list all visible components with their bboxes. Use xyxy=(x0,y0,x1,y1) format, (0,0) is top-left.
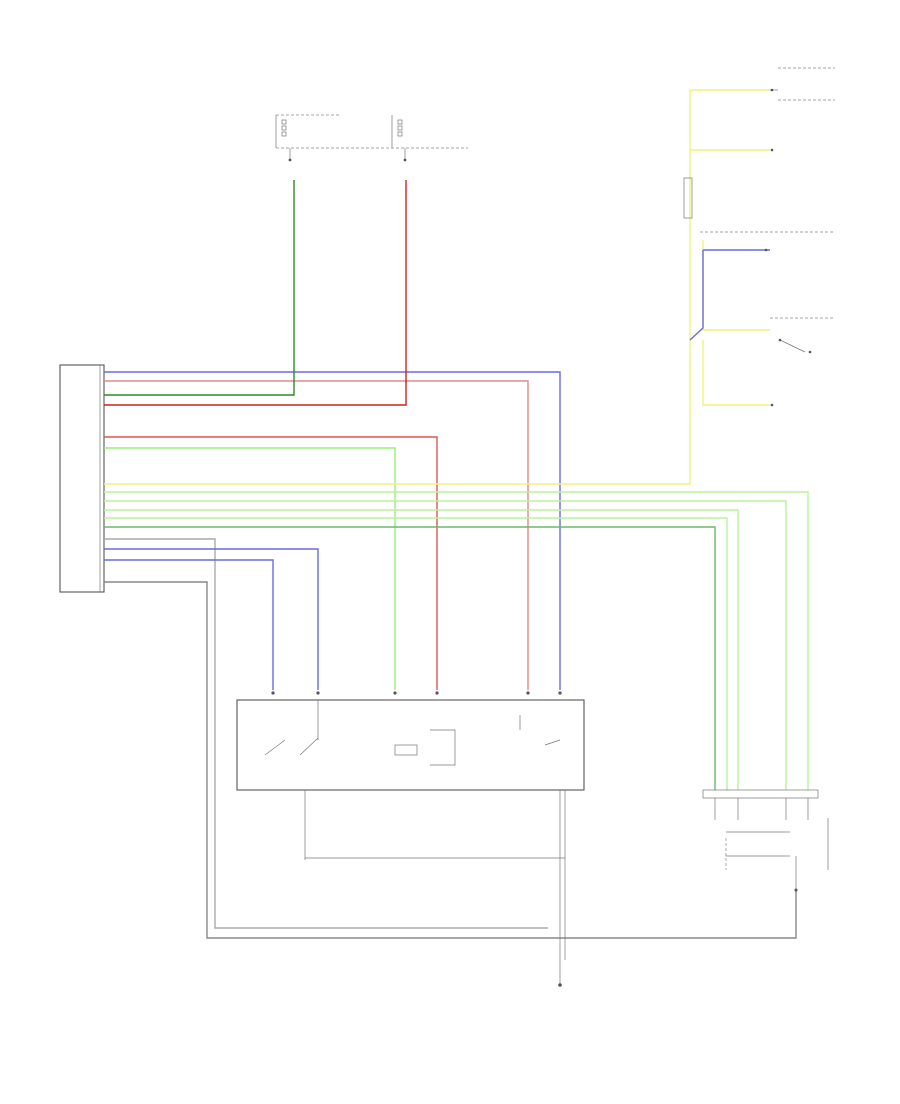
wire-red-1 xyxy=(104,180,407,406)
wire-pink-1 xyxy=(104,380,529,690)
fuse-box-right xyxy=(276,115,468,162)
main-connector-left xyxy=(59,364,105,593)
wire-green-1 xyxy=(104,180,295,396)
bottom-right-switch xyxy=(702,789,829,892)
wire-yellow-1 xyxy=(104,89,770,485)
wire-blue-top xyxy=(104,371,561,690)
wire-grey-1 xyxy=(104,538,548,929)
wire-yellow-3 xyxy=(702,240,770,331)
ground-point xyxy=(558,983,562,987)
wire-blue-1 xyxy=(104,371,561,690)
wire-red-top xyxy=(104,180,407,406)
wire-light-green-3 xyxy=(104,500,787,790)
control-unit xyxy=(236,691,585,985)
wire-blue-2 xyxy=(104,548,319,690)
wire-yellow-4 xyxy=(702,340,770,406)
wire-green-top xyxy=(104,180,295,396)
wire-grey-2 xyxy=(104,581,797,939)
wire-light-green-2 xyxy=(104,491,809,790)
wire-light-green-4 xyxy=(104,509,739,790)
right-component-top xyxy=(770,67,835,101)
wire-blue-right xyxy=(689,249,770,341)
wire-green-2 xyxy=(104,526,716,790)
wire-light-green-1 xyxy=(104,447,396,690)
right-component-switch xyxy=(770,317,835,407)
wire-red-2 xyxy=(104,436,438,690)
right-component-middle xyxy=(683,148,835,252)
wire-blue-3 xyxy=(104,559,274,690)
wire-pink-top xyxy=(104,380,529,690)
wire-light-green-5 xyxy=(104,517,728,790)
fuse-box-left xyxy=(275,114,340,162)
